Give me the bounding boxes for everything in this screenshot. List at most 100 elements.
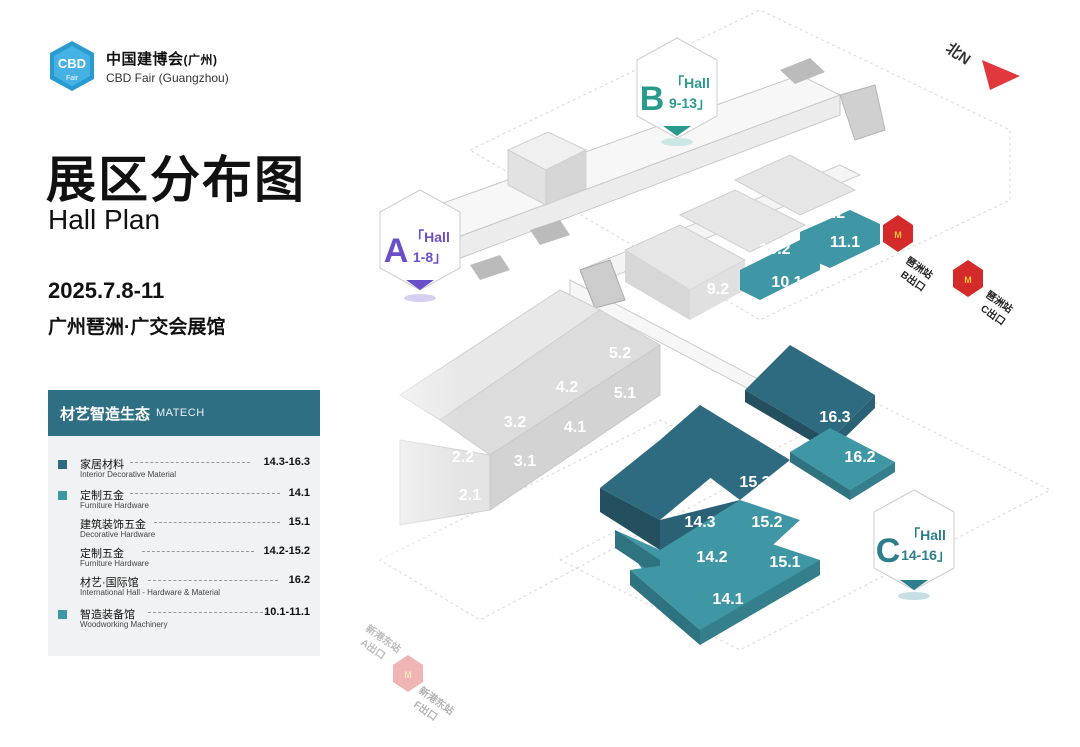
legend-row-en: Furniture Hardware xyxy=(80,501,149,510)
svg-text:M: M xyxy=(404,670,412,680)
callout-b-hall: 「Hall xyxy=(670,75,710,91)
legend-row: 定制五金 Furniture Hardware 14.1 xyxy=(58,487,310,515)
callout-a-letter: A xyxy=(384,232,409,270)
logo-name-en: CBD Fair (Guangzhou) xyxy=(106,70,229,85)
event-venue: 广州琶洲·广交会展馆 xyxy=(48,317,226,338)
legend-row-value: 14.1 xyxy=(288,487,310,499)
legend-leader xyxy=(148,612,268,613)
pin-arrow-icon xyxy=(406,280,434,290)
hall-label-15-3: 15.3 xyxy=(739,474,770,491)
legend-row-cn: 家居材料 xyxy=(80,459,124,471)
metro-exit-f: M 新港东站 F出口 xyxy=(393,655,457,723)
metro-exit-c: M 琶洲站 C出口 xyxy=(953,260,1015,328)
legend-row-cn: 定制五金 xyxy=(80,490,124,502)
logo-name-cn-paren: (广州) xyxy=(183,52,218,67)
legend-row-cn: 建筑装饰五金 xyxy=(80,519,146,531)
hall-label-14-1: 14.1 xyxy=(712,591,743,608)
legend-row-cn: 材艺·国际馆 xyxy=(80,577,139,589)
hall-label-4-2: 4.2 xyxy=(556,379,578,396)
legend-row-en: Interior Decorative Material xyxy=(80,470,177,479)
legend-swatch xyxy=(58,460,67,469)
legend-row-en: International Hall - Hardware & Material xyxy=(80,588,221,597)
hall-label-2-2: 2.2 xyxy=(452,449,474,466)
legend-row-cn: 智造装备馆 xyxy=(80,609,135,621)
legend-row-value: 14.2-15.2 xyxy=(263,545,310,557)
pin-arrow-icon xyxy=(663,126,691,136)
logo-hex-bottom: Fair xyxy=(66,75,79,82)
callout-c-range: 14-16」 xyxy=(901,547,951,563)
hall-map: 5.2 4.2 3.2 2.2 5.1 4.1 3.1 2.1 1.1 9.2 … xyxy=(330,0,1080,742)
north-arrow-icon xyxy=(982,60,1020,90)
event-date: 2025.7.8-11 xyxy=(48,278,165,303)
callout-a-hall: 「Hall xyxy=(410,229,450,245)
legend-header-en: MATECH xyxy=(156,407,205,419)
legend-leader xyxy=(130,462,250,463)
area-c-halls xyxy=(600,345,895,645)
compass-label: 北N xyxy=(943,40,974,69)
legend-row: 智造装备馆 Woodworking Machinery 10.1-11.1 xyxy=(58,606,310,634)
page-title-cn: 展区分布图 xyxy=(46,152,306,208)
legend-row-value: 15.1 xyxy=(288,516,310,528)
hall-label-16-3: 16.3 xyxy=(819,409,850,426)
legend-header-cn: 材艺智造生态 xyxy=(60,405,151,423)
legend-row: 定制五金 Furniture Hardware 14.2-15.2 xyxy=(58,545,310,573)
hall-label-5-1: 5.1 xyxy=(614,385,636,402)
hall-label-15-2: 15.2 xyxy=(751,514,782,531)
area-b-labels: 9.2 10.2 11.2 10.1 11.1 xyxy=(707,205,860,298)
legend-row-value: 14.3-16.3 xyxy=(263,456,310,468)
hall-label-4-1: 4.1 xyxy=(564,419,586,436)
legend-row-cn: 定制五金 xyxy=(80,548,124,560)
legend-row: 建筑装饰五金 Decorative Hardware 15.1 xyxy=(58,516,310,544)
hall-label-11-2: 11.2 xyxy=(815,205,845,222)
callout-area-c: C 「Hall 14-16」 xyxy=(873,489,955,600)
callout-c-hall: 「Hall xyxy=(906,527,946,543)
logo-hex-top: CBD xyxy=(58,56,86,71)
hall-label-10-1: 10.1 xyxy=(771,274,802,291)
area-a-labels: 5.2 4.2 3.2 2.2 5.1 4.1 3.1 2.1 1.1 xyxy=(414,345,636,539)
hall-label-10-2: 10.2 xyxy=(759,241,790,258)
svg-text:M: M xyxy=(964,275,972,285)
callout-area-b: B 「Hall 9-13」 xyxy=(636,37,718,146)
legend-row-value: 10.1-11.1 xyxy=(264,606,310,618)
hall-label-9-2: 9.2 xyxy=(707,281,729,298)
page-title-en: Hall Plan xyxy=(48,204,161,235)
callout-b-letter: B xyxy=(640,80,665,118)
legend-row: 家居材料 Interior Decorative Material 14.3-1… xyxy=(58,456,310,484)
hall-label-14-2: 14.2 xyxy=(696,549,727,566)
compass: 北N xyxy=(943,40,1020,90)
pin-arrow-icon xyxy=(900,580,928,590)
isometric-hall-map: 5.2 4.2 3.2 2.2 5.1 4.1 3.1 2.1 1.1 9.2 … xyxy=(330,9,1052,723)
hall-label-14-3: 14.3 xyxy=(684,514,715,531)
svg-text:M: M xyxy=(894,230,902,240)
callout-a-range: 1-8」 xyxy=(413,249,447,265)
legend-leader xyxy=(130,493,280,494)
area-c-labels: 16.3 16.2 15.3 14.3 15.2 14.2 15.1 14.1 xyxy=(684,409,875,608)
callout-c-letter: C xyxy=(876,532,901,570)
legend-row-en: Woodworking Machinery xyxy=(80,620,168,629)
legend-panel: 材艺智造生态 MATECH 家居材料 Interior Decorative M… xyxy=(48,390,320,656)
metro-icon xyxy=(883,215,913,252)
map-fade xyxy=(330,280,590,560)
callout-area-a: A 「Hall 1-8」 xyxy=(379,189,461,302)
metro-icon xyxy=(393,655,423,692)
service-building xyxy=(506,131,588,206)
legend-swatch xyxy=(58,491,67,500)
hall-label-2-1: 2.1 xyxy=(459,487,481,504)
area-b-halls xyxy=(623,154,880,320)
legend-leader xyxy=(142,551,254,552)
hall-label-1-1: 1.1 xyxy=(414,522,436,539)
legend-leader xyxy=(148,580,278,581)
cbd-hexagon-icon: CBD Fair xyxy=(50,41,94,91)
legend-row-en: Decorative Hardware xyxy=(80,530,156,539)
legend-swatch xyxy=(58,610,67,619)
logo-name-cn: 中国建博会 xyxy=(106,50,184,68)
metro-icon xyxy=(953,260,983,297)
legend-row-value: 16.2 xyxy=(288,574,310,586)
hall-label-15-1: 15.1 xyxy=(769,554,800,571)
callout-b-range: 9-13」 xyxy=(669,95,711,111)
cbd-fair-logo: CBD Fair 中国建博会(广州) CBD Fair (Guangzhou) xyxy=(48,40,229,92)
metro-exit-a: 新港东站 A出口 xyxy=(358,622,403,662)
hall-label-16-2: 16.2 xyxy=(844,449,875,466)
hall-label-5-2: 5.2 xyxy=(609,345,631,362)
metro-exit-b: M 琶洲站 B出口 xyxy=(883,215,935,294)
